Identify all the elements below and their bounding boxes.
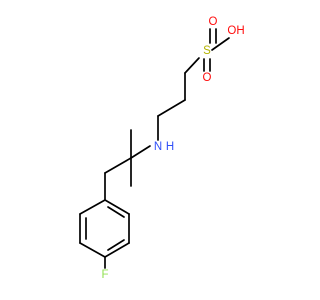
structure-svg: OH O S O H N F [79,16,245,281]
ring-bond-3 [104,242,130,258]
ring-double-2 [107,239,125,251]
atom-labels: OH O S O H N F [101,16,244,281]
ring-bond-1 [104,199,130,215]
molecule-diagram: OH O S O H N F [79,16,245,281]
atom-amine-n: N [154,141,162,153]
atom-sulfur: S [203,45,211,57]
atom-oxygen-bottom: O [203,72,212,84]
ring-double-1 [107,206,125,218]
atom-oxygen-top: O [209,16,218,28]
bond-s-c1 [184,57,200,74]
bond-s-oh [211,37,230,51]
bond-c2-c3 [157,99,186,117]
bond-cq-ch2 [104,157,132,174]
atom-fluorine: F [101,269,108,281]
ring-bond-4 [79,242,106,258]
bonds [79,28,230,269]
atom-amine-h: H [166,141,174,153]
atom-hydroxyl: OH [227,25,244,37]
ring-bond-6 [79,199,106,215]
bond-n-cq [130,145,151,159]
